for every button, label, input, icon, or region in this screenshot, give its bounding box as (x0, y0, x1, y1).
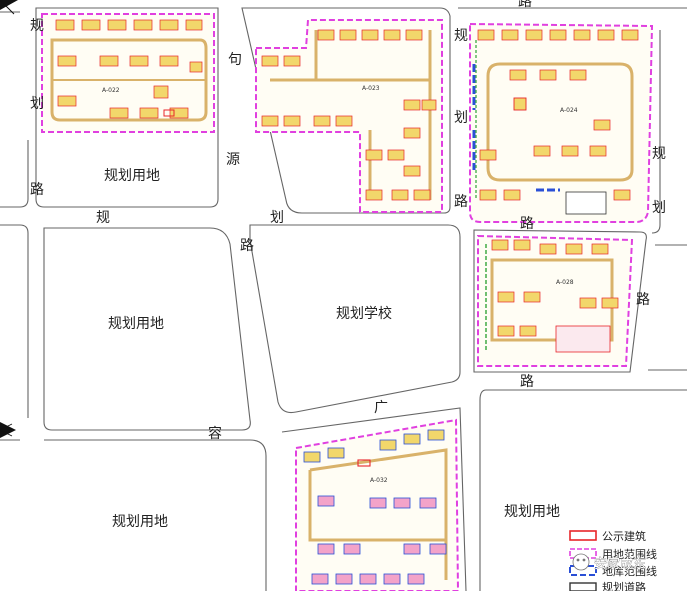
block-edge (35, 7, 219, 208)
building-row (477, 29, 639, 215)
garage-line (472, 64, 560, 192)
block-edge (249, 224, 461, 414)
road-label: 划 (652, 200, 666, 216)
plot-label: 规划用地 (104, 168, 160, 184)
legend-swatch-land-boundary (569, 548, 597, 559)
parcel-a032[interactable]: A-032 (295, 418, 460, 591)
road-label: 划 (454, 110, 468, 126)
road-label: 划 (270, 210, 284, 226)
road-label: 规 (30, 18, 44, 34)
road-label: 规 (96, 210, 110, 226)
parcel-id-label: A-032 (370, 477, 388, 484)
parcel-id-label: A-023 (362, 85, 380, 92)
internal-road (486, 62, 634, 182)
road-label: 容 (208, 425, 222, 442)
road-label: 路 (30, 182, 44, 198)
block-edge (651, 30, 661, 234)
road-label: 路 (518, 0, 532, 10)
legend-swatch-public-building (569, 530, 597, 541)
block-edge (0, 140, 29, 208)
watermark-text: 安家成东 (594, 556, 646, 572)
plot-label: 规划用地 (108, 316, 164, 332)
road-label: 句 (228, 52, 242, 68)
legend-label: 规划道路 (602, 580, 646, 591)
legend-swatch-planned-road (569, 582, 597, 591)
plot-label: 规划用地 (112, 514, 168, 530)
road-network (0, 7, 687, 591)
plot-label: 规划用地 (504, 504, 560, 520)
wechat-logo-icon-dot (576, 558, 580, 562)
road-label: 路 (520, 216, 534, 232)
north-arrow-icon (0, 0, 18, 15)
wechat-logo-icon (572, 553, 590, 571)
internal-road (50, 38, 208, 122)
legend: 公示建筑 用地范围线 地库范围线 规划道路 (569, 529, 657, 591)
road-label: 路 (240, 238, 254, 254)
road-label: 路 (454, 194, 468, 210)
road-label: 划 (30, 96, 44, 112)
plot-labels: 规划用地 规划用地 规划学校 规划用地 规划用地 (104, 168, 560, 530)
road-label: 路 (636, 292, 650, 308)
watermark: 安家成东 (572, 553, 646, 572)
road-labels: 句 源 路 规 划 路 规 划 路 规 划 路 规 划 广 容 路 路 路 (30, 0, 666, 442)
plot-label: 规划学校 (336, 305, 392, 322)
legend-label: 用地范围线 (602, 547, 657, 561)
road-label: 源 (226, 152, 240, 168)
parcel-a022[interactable]: A-022 (41, 13, 215, 133)
parcel-a028[interactable]: A-028 (477, 234, 634, 367)
block-edge (241, 7, 451, 214)
block-edge (0, 224, 29, 418)
block-edge (479, 389, 487, 591)
road-label: 广 (374, 400, 388, 416)
internal-road (270, 30, 432, 200)
road-label: 路 (520, 374, 534, 390)
parcel-id-label: A-022 (102, 87, 120, 94)
parcel-id-label: A-028 (556, 279, 574, 286)
building-row (491, 239, 619, 353)
building-row (303, 429, 447, 585)
block-edge (473, 229, 647, 373)
block-edge (44, 439, 267, 591)
internal-road (490, 258, 614, 342)
building-row (55, 19, 203, 119)
road-label: 规 (652, 146, 666, 162)
building-row (261, 29, 437, 201)
internal-road (308, 448, 448, 580)
parcel-a023[interactable]: A-023 (255, 19, 443, 213)
road-label: 规 (454, 28, 468, 44)
compass-icon (0, 422, 16, 438)
block-edge (43, 227, 251, 431)
parcel-id-label: A-024 (560, 107, 578, 114)
block-edge (281, 407, 467, 591)
legend-label: 地库范围线 (602, 564, 657, 578)
wechat-logo-icon-dot (582, 558, 586, 562)
legend-label: 公示建筑 (602, 529, 646, 543)
parcel-a024[interactable]: A-024 (469, 22, 654, 223)
